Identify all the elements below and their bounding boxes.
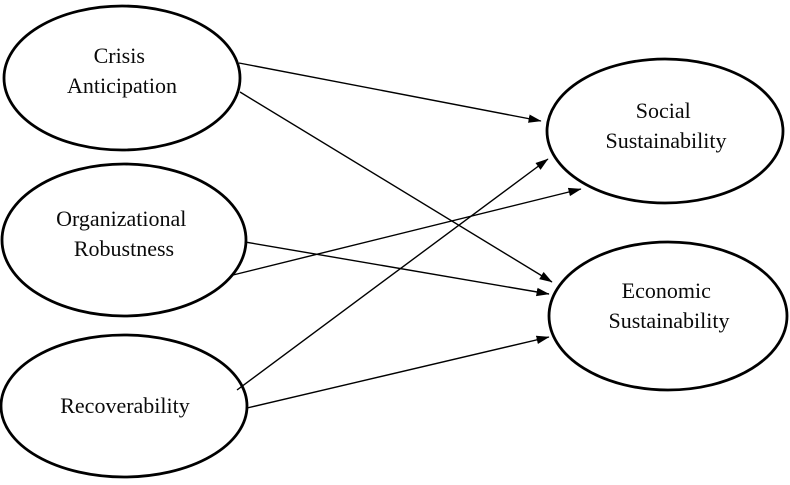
crisis-anticipation-ellipse bbox=[2, 4, 242, 152]
arrow-crisis-anticipation-to-economic-sustainability bbox=[239, 91, 553, 283]
arrow-organizational-robustness-to-social-sustainability bbox=[232, 187, 582, 276]
recoverability-ellipse bbox=[0, 333, 249, 479]
node-crisis-anticipation: Crisis Anticipation bbox=[2, 4, 242, 152]
arrow-recoverability-to-economic-sustainability bbox=[246, 335, 550, 409]
node-recoverability: Recoverability bbox=[0, 333, 249, 479]
node-social-sustainability: Social Sustainability bbox=[545, 57, 785, 205]
arrow-organizational-robustness-to-economic-sustainability bbox=[244, 241, 550, 297]
organizational-robustness-label: Organizational Robustness bbox=[56, 206, 192, 261]
edges bbox=[232, 62, 582, 409]
node-economic-sustainability: Economic Sustainability bbox=[547, 240, 789, 392]
organizational-robustness-ellipse bbox=[0, 162, 248, 318]
arrow-recoverability-to-social-sustainability bbox=[236, 158, 549, 391]
recoverability-label: Recoverability bbox=[60, 393, 190, 418]
social-sustainability-ellipse bbox=[545, 57, 785, 205]
social-sustainability-label: Social Sustainability bbox=[606, 98, 727, 153]
economic-sustainability-ellipse bbox=[547, 240, 789, 392]
node-organizational-robustness: Organizational Robustness bbox=[0, 162, 248, 318]
economic-sustainability-label: Economic Sustainability bbox=[609, 278, 730, 333]
crisis-anticipation-label: Crisis Anticipation bbox=[67, 43, 177, 98]
arrow-crisis-anticipation-to-social-sustainability bbox=[238, 62, 542, 123]
